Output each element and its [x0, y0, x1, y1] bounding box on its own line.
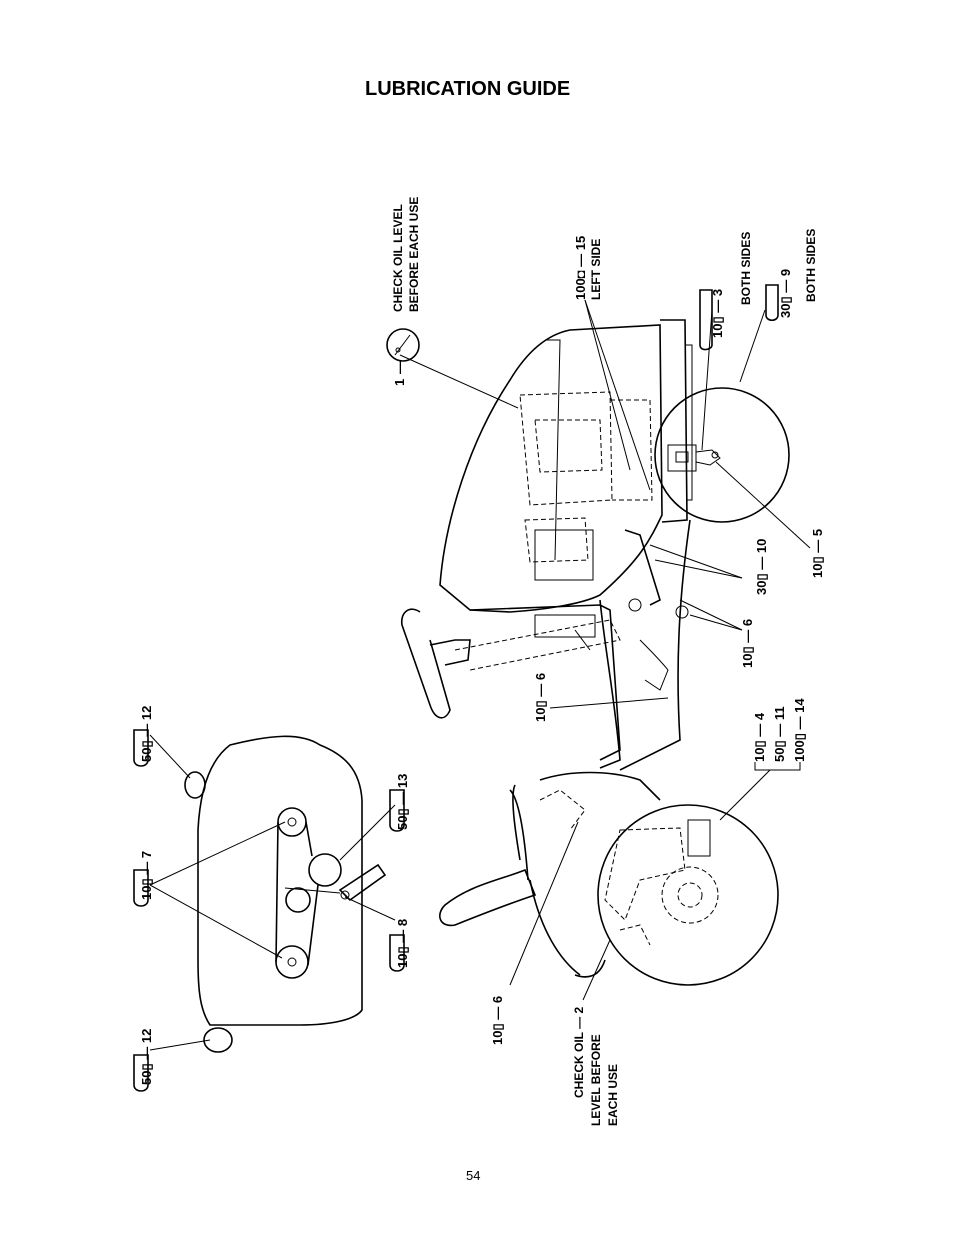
svg-text:30▯ — 9: 30▯ — 9	[778, 269, 793, 318]
callout-14: 100▯ — 14	[792, 698, 807, 762]
oil-can-icon	[133, 729, 149, 767]
callout-6-middle: 10▯ — 6	[533, 673, 548, 722]
svg-text:10▯ — 3: 10▯ — 3	[710, 289, 725, 338]
callout-9: 30▯ — 9	[778, 269, 793, 318]
svg-text:10▯ — 6: 10▯ — 6	[533, 673, 548, 722]
callout-12-bottom: 50▯ — 12	[139, 1029, 154, 1085]
oil-can-icon	[699, 289, 713, 351]
svg-text:10▯ — 5: 10▯ — 5	[810, 529, 825, 578]
svg-text:LEFT SIDE: LEFT SIDE	[589, 239, 603, 300]
svg-text:30▯ — 10: 30▯ — 10	[754, 539, 769, 595]
svg-text:100▯ — 14: 100▯ — 14	[792, 698, 807, 762]
callout-5: 10▯ — 5	[810, 529, 825, 578]
callout-1: 1 —	[392, 361, 407, 386]
mower-deck-drawing	[184, 735, 387, 1053]
oil-can-icon	[133, 1054, 149, 1092]
callout-4: 10▯ — 4	[752, 712, 767, 762]
page-title: LUBRICATION GUIDE	[365, 78, 571, 100]
svg-text:BOTH SIDES: BOTH SIDES	[804, 229, 818, 302]
svg-text:EACH USE: EACH USE	[606, 1064, 620, 1126]
transmission-detail-circle	[597, 804, 779, 986]
oil-can-icon	[765, 284, 779, 322]
callout-3: 10▯ — 3	[710, 289, 725, 338]
callout-2: CHECK OIL — 2 LEVEL BEFORE EACH USE	[572, 1007, 620, 1126]
svg-text:—: —	[392, 361, 407, 374]
svg-text:50▯ — 11: 50▯ — 11	[772, 706, 787, 762]
callout-12-top: 50▯ — 12	[139, 706, 154, 762]
svg-text:10▯ — 6: 10▯ — 6	[740, 619, 755, 668]
callout-15: 100◘ — 15 LEFT SIDE	[573, 236, 603, 300]
callout-7: 10▯ — 7	[139, 851, 154, 900]
svg-text:CHECK OIL LEVEL: CHECK OIL LEVEL	[391, 204, 405, 312]
leader-lines	[149, 299, 811, 1051]
callout-11: 50▯ — 11	[772, 706, 787, 762]
svg-text:100◘ — 15: 100◘ — 15	[573, 236, 588, 300]
spindle-detail-circle	[654, 387, 790, 523]
oil-can-icon	[389, 934, 405, 972]
callout-3-note: BOTH SIDES	[739, 232, 753, 305]
callout-13: 50▯ — 13	[395, 774, 410, 830]
page-number: 54	[466, 1168, 481, 1183]
svg-text:BEFORE EACH USE: BEFORE EACH USE	[407, 197, 421, 312]
svg-text:1: 1	[392, 379, 407, 386]
svg-text:50▯ — 12: 50▯ — 12	[139, 1029, 154, 1085]
callout-10: 30▯ — 10	[754, 539, 769, 595]
svg-text:BOTH SIDES: BOTH SIDES	[739, 232, 753, 305]
dipstick-icon	[386, 328, 420, 362]
svg-text:50▯ — 13: 50▯ — 13	[395, 774, 410, 830]
svg-text:10▯ — 6: 10▯ — 6	[490, 996, 505, 1045]
svg-text:10▯ — 7: 10▯ — 7	[139, 851, 154, 900]
svg-text:50▯ — 12: 50▯ — 12	[139, 706, 154, 762]
tractor-drawing	[400, 319, 693, 978]
callout-8: 10▯ — 8	[395, 919, 410, 968]
svg-text:10▯ — 4: 10▯ — 4	[752, 712, 767, 762]
svg-text:CHECK OIL — 2: CHECK OIL — 2	[572, 1007, 586, 1098]
hour-icon: ◘	[573, 270, 588, 278]
callout-1-note: CHECK OIL LEVEL BEFORE EACH USE	[391, 197, 421, 312]
callout-6-rear: 10▯ — 6	[490, 996, 505, 1045]
svg-text:LEVEL BEFORE: LEVEL BEFORE	[589, 1034, 603, 1126]
oil-can-icon	[389, 789, 405, 832]
callout-6-front: 10▯ — 6	[740, 619, 755, 668]
svg-text:10▯ — 8: 10▯ — 8	[395, 919, 410, 968]
oil-can-icon	[133, 869, 149, 907]
callout-9-note: BOTH SIDES	[804, 229, 818, 302]
